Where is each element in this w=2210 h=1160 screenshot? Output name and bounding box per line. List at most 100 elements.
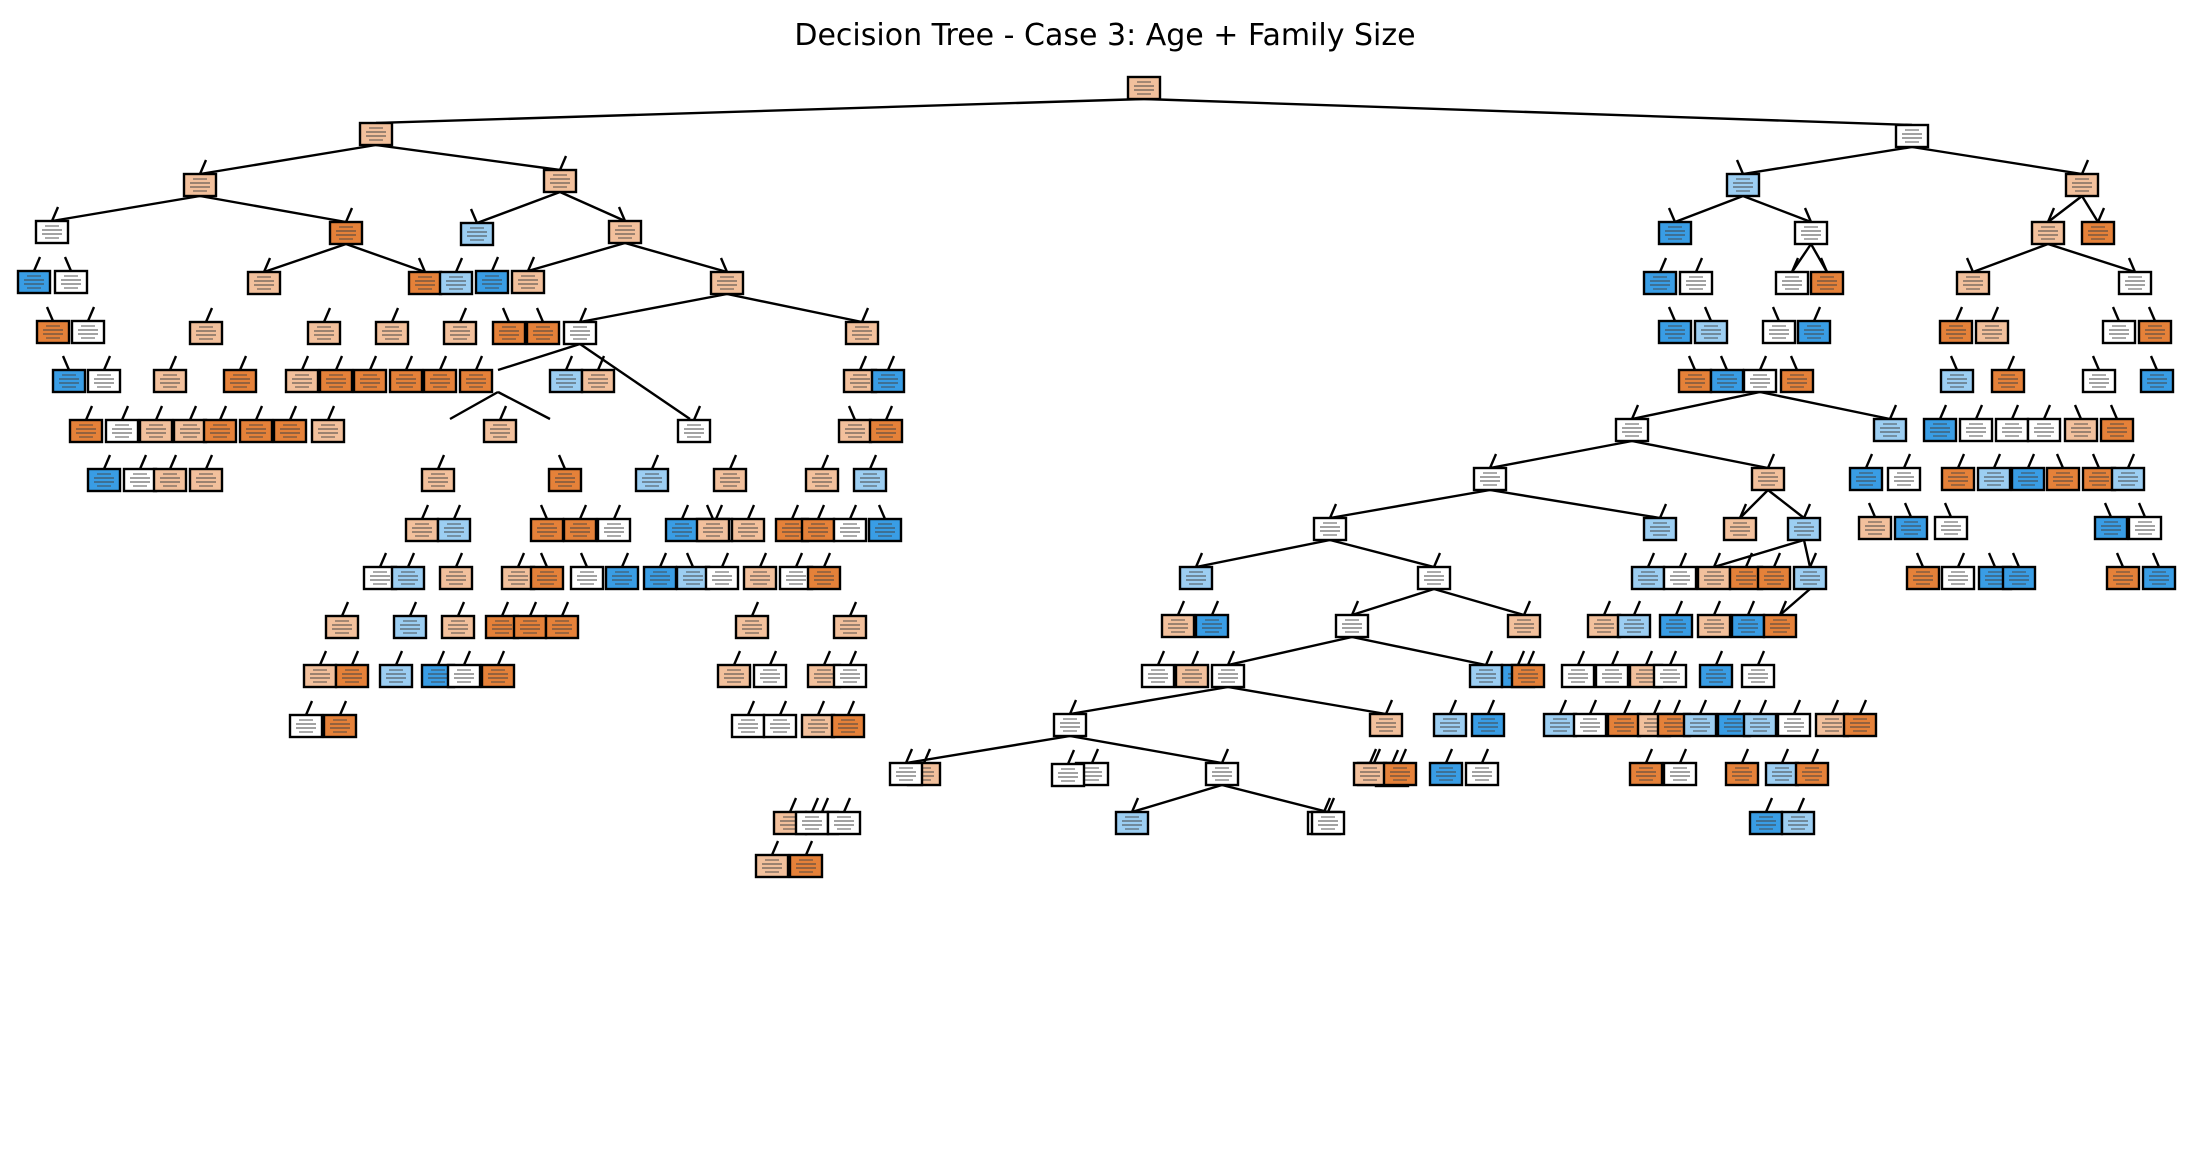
tree-node — [1742, 712, 1778, 738]
tree-node — [390, 565, 426, 591]
tree-node — [529, 565, 565, 591]
tree-node-box — [1586, 613, 1622, 639]
tree-edge — [1792, 699, 1802, 715]
tree-node-box — [172, 418, 208, 444]
tree-edge — [1678, 748, 1688, 764]
tree-edge — [1489, 439, 1633, 470]
tree-edge — [578, 307, 588, 323]
tree-edge — [650, 454, 660, 470]
tree-edge — [2091, 453, 2101, 469]
tree-edge — [1432, 552, 1442, 568]
tree-edge — [1714, 650, 1724, 666]
tree-edge — [750, 601, 760, 617]
tree-node — [458, 368, 494, 394]
tree-edge — [822, 650, 832, 666]
tree-edge — [496, 650, 506, 666]
tree-edge — [778, 700, 788, 716]
tree-edge — [1867, 502, 1877, 518]
tree-edge — [1558, 699, 1568, 715]
tree-edge — [168, 454, 178, 470]
tree-node-box — [2105, 565, 2141, 591]
tree-node — [288, 713, 324, 739]
tree-node-box — [1628, 761, 1664, 787]
tree-edge — [560, 601, 570, 617]
tree-node-box — [1940, 466, 1976, 492]
tree-edge — [2047, 195, 2083, 223]
tree-edge — [1131, 783, 1223, 814]
tree-node — [676, 418, 712, 444]
tree-node — [1652, 663, 1688, 689]
tree-edge — [2046, 207, 2056, 223]
tree-node — [734, 614, 770, 640]
tree-edge — [1668, 650, 1678, 666]
tree-node-box — [1793, 220, 1829, 246]
tree-edge — [579, 343, 691, 420]
tree-node — [1748, 810, 1784, 836]
tree-node — [730, 713, 766, 739]
tree-edge — [2111, 306, 2121, 322]
tree-node-box — [1905, 565, 1941, 591]
tree-edge — [714, 504, 724, 520]
tree-node — [762, 713, 798, 739]
tree-node — [1572, 712, 1608, 738]
tree-edge — [804, 840, 814, 856]
tree-edge — [516, 552, 526, 568]
tree-edge — [2151, 552, 2161, 568]
tree-node-box — [1848, 466, 1884, 492]
tree-node-box — [1616, 613, 1652, 639]
tree-edge — [375, 97, 1145, 125]
tree-edge — [406, 552, 416, 568]
tree-edge — [1972, 242, 2049, 274]
tree-edge — [1480, 748, 1490, 764]
tree-node — [1472, 466, 1508, 492]
tree-node-box — [730, 517, 766, 543]
tree-node — [172, 418, 208, 444]
tree-edge — [868, 454, 878, 470]
tree-edge — [705, 504, 715, 520]
tree-node-box — [334, 663, 370, 689]
tree-node — [306, 320, 342, 346]
tree-node — [1174, 663, 1210, 689]
tree-node-box — [1842, 712, 1878, 738]
tree-edge — [1644, 650, 1654, 666]
tree-node — [500, 565, 536, 591]
tree-node — [1194, 613, 1230, 639]
tree-node-box — [1560, 663, 1596, 689]
tree-edge — [1712, 552, 1722, 568]
tree-node — [1542, 712, 1578, 738]
tree-node-box — [1780, 810, 1816, 836]
tree-node-box — [318, 368, 354, 394]
tree-edge — [2096, 207, 2106, 223]
tree-edge — [438, 355, 448, 371]
tree-node — [800, 517, 836, 543]
tree-node — [246, 270, 282, 296]
tree-node — [1616, 613, 1652, 639]
tree-edge — [1703, 306, 1713, 322]
tree-edge — [1390, 749, 1400, 765]
tree-edge — [1713, 538, 1805, 569]
tree-node-box — [580, 368, 616, 394]
tree-edge — [1819, 257, 1829, 273]
tree-node-box — [1160, 613, 1196, 639]
tree-edge — [322, 307, 332, 323]
tree-node-box — [324, 614, 360, 640]
tree-node-box — [1976, 466, 2012, 492]
tree-edge — [860, 307, 870, 323]
tree-edge — [456, 601, 466, 617]
tree-node — [480, 663, 516, 689]
tree-edge — [102, 454, 112, 470]
tree-node — [1724, 761, 1760, 787]
tree-node — [51, 368, 87, 394]
tree-node-box — [2093, 515, 2129, 541]
tree-edge — [462, 650, 472, 666]
tree-node — [1468, 663, 1504, 689]
tree-edge — [2127, 257, 2137, 273]
tree-node-box — [2081, 368, 2117, 394]
tree-node — [1893, 515, 1929, 541]
tree-node — [1693, 319, 1729, 345]
tree-node — [53, 269, 89, 295]
tree-node — [34, 219, 70, 245]
tree-node-box — [512, 614, 548, 640]
tree-node — [1786, 516, 1822, 542]
tree-edge — [1486, 699, 1496, 715]
